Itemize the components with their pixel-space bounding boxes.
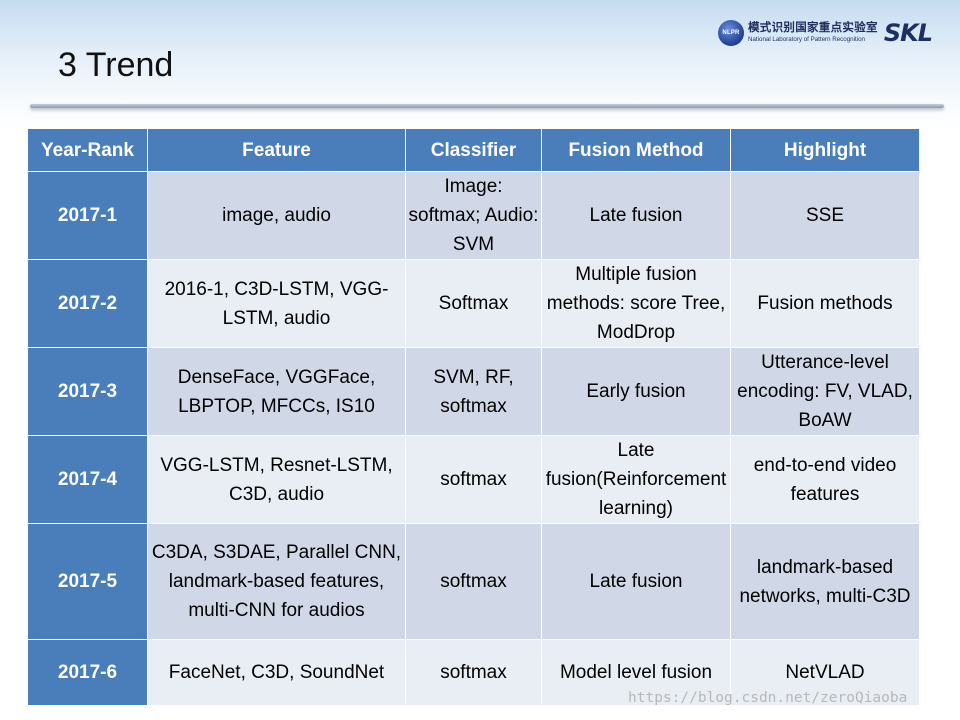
table-header-row: Year-Rank Feature Classifier Fusion Meth…	[27, 128, 920, 172]
trend-table: Year-Rank Feature Classifier Fusion Meth…	[27, 128, 920, 706]
cell-highlight: end-to-end video features	[730, 435, 920, 524]
emblem-text: NLPR	[722, 30, 740, 36]
cell-highlight: SSE	[730, 171, 920, 260]
table-row: 2017-5 C3DA, S3DAE, Parallel CNN, landma…	[27, 523, 920, 640]
table-row: 2017-1 image, audio Image: softmax; Audi…	[27, 171, 920, 260]
cell-classifier: softmax	[405, 523, 542, 640]
lab-logo: NLPR 模式识别国家重点实验室 National Laboratory of …	[718, 18, 933, 48]
lab-emblem-icon: NLPR	[718, 20, 744, 46]
cell-feature: DenseFace, VGGFace, LBPTOP, MFCCs, IS10	[147, 347, 406, 436]
cell-feature: C3DA, S3DAE, Parallel CNN, landmark-base…	[147, 523, 406, 640]
header-highlight: Highlight	[730, 128, 920, 172]
title-divider	[30, 104, 944, 108]
header-classifier: Classifier	[405, 128, 542, 172]
lab-name-chinese: 模式识别国家重点实验室	[748, 22, 878, 34]
header-year-rank: Year-Rank	[27, 128, 148, 172]
cell-feature: 2016-1, C3D-LSTM, VGG-LSTM, audio	[147, 259, 406, 348]
cell-classifier: softmax	[405, 435, 542, 524]
table-row: 2017-2 2016-1, C3D-LSTM, VGG-LSTM, audio…	[27, 259, 920, 348]
cell-feature: VGG-LSTM, Resnet-LSTM, C3D, audio	[147, 435, 406, 524]
cell-year-rank: 2017-5	[27, 523, 148, 640]
cell-year-rank: 2017-1	[27, 171, 148, 260]
cell-fusion-method: Late fusion(Reinforcement learning)	[541, 435, 731, 524]
skl-logo-mark: SKL	[883, 19, 933, 47]
cell-classifier: Softmax	[405, 259, 542, 348]
table-row: 2017-4 VGG-LSTM, Resnet-LSTM, C3D, audio…	[27, 435, 920, 524]
cell-classifier: SVM, RF, softmax	[405, 347, 542, 436]
header-fusion-method: Fusion Method	[541, 128, 731, 172]
cell-fusion-method: Model level fusion	[541, 639, 731, 706]
cell-feature: image, audio	[147, 171, 406, 260]
cell-highlight: Fusion methods	[730, 259, 920, 348]
cell-highlight: landmark-based networks, multi-C3D	[730, 523, 920, 640]
lab-name-english: National Laboratory of Pattern Recogniti…	[748, 36, 865, 43]
table-row: 2017-6 FaceNet, C3D, SoundNet softmax Mo…	[27, 639, 920, 706]
cell-year-rank: 2017-6	[27, 639, 148, 706]
cell-fusion-method: Late fusion	[541, 171, 731, 260]
cell-fusion-method: Multiple fusion methods: score Tree, Mod…	[541, 259, 731, 348]
cell-year-rank: 2017-2	[27, 259, 148, 348]
slide-title: 3 Trend	[58, 46, 174, 84]
cell-classifier: Image: softmax; Audio: SVM	[405, 171, 542, 260]
cell-highlight: Utterance-level encoding: FV, VLAD, BoAW	[730, 347, 920, 436]
cell-highlight: NetVLAD	[730, 639, 920, 706]
cell-feature: FaceNet, C3D, SoundNet	[147, 639, 406, 706]
cell-fusion-method: Late fusion	[541, 523, 731, 640]
cell-classifier: softmax	[405, 639, 542, 706]
lab-name: 模式识别国家重点实验室 National Laboratory of Patte…	[748, 22, 878, 44]
cell-fusion-method: Early fusion	[541, 347, 731, 436]
cell-year-rank: 2017-3	[27, 347, 148, 436]
watermark-url: https://blog.csdn.net/zeroQiaoba	[628, 690, 908, 706]
cell-year-rank: 2017-4	[27, 435, 148, 524]
header-feature: Feature	[147, 128, 406, 172]
table-row: 2017-3 DenseFace, VGGFace, LBPTOP, MFCCs…	[27, 347, 920, 436]
